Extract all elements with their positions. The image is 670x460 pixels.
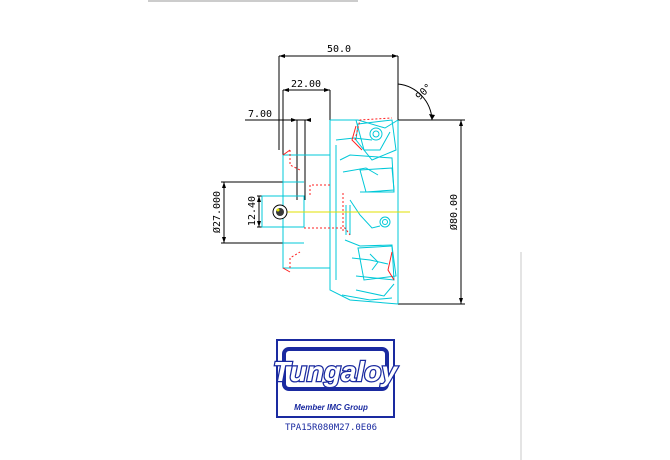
part-number: TPA15R080M27.0E06: [285, 423, 377, 433]
hidden-lines: [289, 117, 393, 268]
dim-bore-depth: 7.00: [248, 109, 272, 120]
dim-overall-length: 50.0: [327, 44, 351, 55]
cutter-body-outline: [261, 119, 399, 305]
dim-body-length: 22.00: [291, 79, 321, 90]
logo-brand: Tungaloy: [273, 356, 398, 387]
dim-keyway-width: 12.40: [247, 196, 258, 226]
dim-cutter-diameter: Ø80.00: [448, 194, 460, 230]
logo-frame: [276, 339, 395, 418]
dim-lead-angle: 90°: [414, 82, 435, 103]
edge-lines: [282, 125, 395, 281]
logo-tagline: Member IMC Group: [294, 403, 368, 412]
bolt-icon: [272, 204, 288, 220]
logo-band: [282, 347, 389, 391]
dimension-arrows: [222, 54, 463, 304]
dim-bore-diameter: Ø27.000: [211, 191, 223, 233]
tungaloy-logo: Tungaloy Member IMC Group: [272, 339, 400, 418]
